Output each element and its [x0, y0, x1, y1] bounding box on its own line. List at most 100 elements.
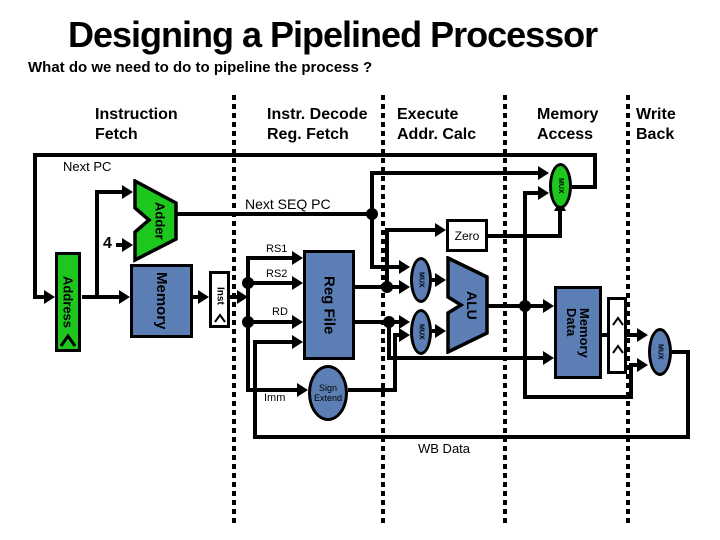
wire-pc-to-adder	[95, 190, 122, 194]
data-memory-label-2: Memory	[577, 307, 592, 358]
arrow-wdata-into-dmem	[543, 351, 554, 365]
mux-label: MUX	[417, 324, 425, 340]
mux-label: MUX	[656, 344, 664, 360]
stage-header-instruction-fetch: Instruction Fetch	[95, 106, 178, 143]
page-subtitle: What do we need to do to pipeline the pr…	[28, 59, 373, 76]
wire-four-to-adder	[116, 243, 122, 247]
arrow-instlatch-out	[237, 290, 248, 304]
wire-signext-vertical	[393, 333, 397, 392]
wire-zero-branch	[385, 228, 389, 289]
sign-extend-label-2: Extend	[313, 393, 343, 403]
junction-inst-bus-rd	[242, 316, 254, 328]
clock-chevron-icon	[612, 344, 624, 354]
wire-wb-to-regfile	[257, 340, 292, 344]
arrow-addr-into-dmem	[543, 299, 554, 313]
wire-seqpc-to-pcmux	[372, 171, 538, 175]
next-pc-label: Next PC	[63, 159, 112, 174]
zero-label: Zero	[454, 228, 480, 243]
junction-rs1-value	[381, 281, 393, 293]
wire-dmem-to-latch	[602, 333, 607, 337]
pc-address-label: Address	[60, 275, 76, 329]
stage-header-memory-access: Memory Access	[537, 106, 599, 143]
wire-wb-up	[253, 340, 257, 439]
stage-divider-1	[232, 95, 236, 523]
write-back-mux: MUX	[648, 328, 672, 376]
junction-next-seq-pc	[366, 208, 378, 220]
wire-rs1-to-zero	[387, 228, 435, 232]
junction-rs2-value	[383, 316, 395, 328]
arrow-into-wbmux-a	[637, 328, 648, 342]
wire-pcmux-up	[593, 153, 597, 189]
instruction-memory: Memory	[130, 264, 193, 338]
wire-alu-vertical	[523, 191, 527, 399]
arrow-rs1-into-regfile	[292, 251, 303, 265]
arrow-four-into-adder	[122, 238, 133, 252]
arrow-rd-into-regfile	[292, 315, 303, 329]
pc-address-register: Address	[55, 252, 81, 352]
wire-store-data	[388, 356, 543, 360]
arrow-into-zero	[435, 223, 446, 237]
wire-rs1	[248, 256, 292, 260]
wb-data-label: WB Data	[418, 441, 471, 456]
stage-header-instr-decode: Instr. Decode Reg. Fetch	[267, 106, 368, 143]
wire-alu-to-wbmux	[631, 363, 637, 367]
sign-extend-label-1: Sign	[318, 383, 337, 393]
rs1-label: RS1	[266, 243, 288, 255]
clock-chevron-icon	[214, 313, 226, 323]
mux-label: MUX	[417, 272, 425, 288]
clock-chevron-icon	[612, 316, 624, 326]
inst-latch-label: Inst	[214, 286, 226, 305]
wire-regfile-out1	[355, 285, 399, 289]
wire-alumux1-out	[432, 278, 435, 282]
wire-wb-data	[253, 435, 690, 439]
arrow-into-alumux2-a	[399, 315, 410, 329]
wire-imm	[248, 388, 297, 392]
arrow-pc-into-adder	[122, 185, 133, 199]
arrow-into-pcmux-b	[538, 186, 549, 200]
instruction-memory-label: Memory	[153, 272, 170, 330]
wire-rs2	[248, 281, 292, 285]
alu-src1-mux: MUX	[410, 257, 432, 303]
wire-alu-out	[486, 304, 543, 308]
wire-bypass-up	[629, 363, 633, 399]
junction-inst-bus-rs2	[242, 277, 254, 289]
arrow-rs2-into-regfile	[292, 276, 303, 290]
wire-wbmux-out	[672, 350, 690, 354]
arrow-wb-into-regfile	[292, 335, 303, 349]
constant-four-label: 4	[103, 235, 112, 252]
adder-label: Adder	[152, 202, 168, 240]
arrow-into-memory	[119, 290, 130, 304]
wire-adder-out-next-seq-pc	[175, 212, 374, 216]
rs2-label: RS2	[266, 268, 288, 280]
clock-chevron-icon	[59, 333, 77, 347]
alu-shape-icon	[446, 255, 489, 355]
wire-instlatch-out	[229, 295, 237, 299]
wire-branch-target	[525, 191, 538, 195]
wire-seqpc-vertical	[370, 171, 374, 269]
wire-latch-to-wbmux	[626, 333, 637, 337]
page-title: Designing a Pipelined Processor	[68, 14, 598, 55]
wire-regfile-out2	[355, 320, 399, 324]
mux-label: MUX	[557, 178, 564, 194]
arrow-into-pc	[44, 290, 55, 304]
arrow-into-pcmux-a	[538, 166, 549, 180]
alu-unit: ALU	[446, 255, 490, 355]
sign-extend-unit: Sign Extend	[308, 365, 348, 421]
adder-unit: Adder	[133, 178, 179, 263]
wire-wbmux-down	[686, 350, 690, 439]
junction-alu-result	[519, 300, 531, 312]
alu-src2-mux: MUX	[410, 309, 432, 355]
rd-label: RD	[272, 306, 288, 318]
wire-alumux2-out	[432, 329, 435, 333]
arrow-into-wbmux-b	[637, 358, 648, 372]
arrow-into-alumux1-a	[399, 260, 410, 274]
stage-divider-3	[503, 95, 507, 523]
arrow-into-alumux1-b	[399, 280, 410, 294]
imm-label: Imm	[264, 392, 286, 404]
wire-pc-branch-up	[95, 190, 99, 299]
wire-signext-out	[348, 388, 397, 392]
wire-pc-in	[35, 295, 44, 299]
wire-next-pc-left	[33, 153, 37, 299]
wire-pcmux-out	[572, 185, 595, 189]
data-memory-label-1: Data	[564, 307, 579, 336]
